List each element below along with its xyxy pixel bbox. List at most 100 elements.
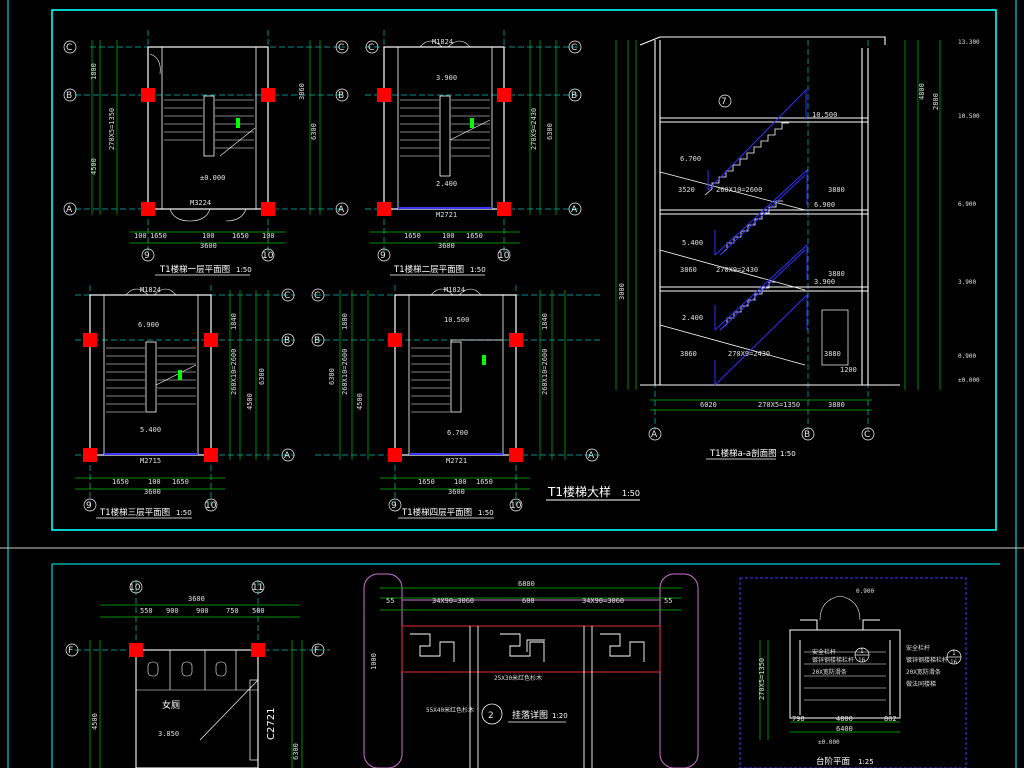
plan4-side-l0: 1800 [341, 313, 349, 330]
plan1-axes [63, 40, 349, 262]
plan2-axis-b-right: B [571, 91, 577, 101]
section-axis-a: A [651, 430, 658, 440]
plan2-scale: 1:50 [470, 266, 486, 274]
section-width-r1: 3880 [828, 270, 845, 278]
plan3-door-top: M1824 [140, 286, 161, 294]
steps-dim-0: 798 [792, 715, 805, 723]
plan3-total: 3600 [144, 488, 161, 496]
plan1-dim-3: 1650 [232, 232, 249, 240]
section-width-r0: 3880 [828, 186, 845, 194]
lattice-note-1: 25X30米红色杉木 [494, 674, 542, 682]
plan4-door-top: M1824 [444, 286, 465, 294]
steps-level-bottom: ±0.000 [818, 739, 840, 746]
plan4-dim-3: 1650 [476, 478, 493, 486]
section-scale: 1:50 [780, 450, 796, 458]
plan2-door-top: M1824 [432, 38, 453, 46]
plan2-dim-2: 100 [442, 232, 455, 240]
section-width-l1: 3860 [680, 266, 697, 274]
plan3-title: T1楼梯三层平面图 [99, 507, 170, 518]
lattice-dim-0: 55 [386, 597, 394, 605]
toilet-axis-f: F [68, 646, 73, 656]
lattice-dim-2: 600 [522, 597, 535, 605]
plan-floor-3[interactable]: C B A 9 10 M1824 6.900 5.400 M2715 1650 … [75, 285, 295, 519]
plan1-axis-c: C [66, 43, 72, 53]
plan3-axis-10: 10 [205, 501, 217, 511]
sheet-title: T1楼梯大样 [547, 484, 611, 499]
section-width-l2: 3860 [680, 350, 697, 358]
toilet-total: 3600 [188, 595, 205, 603]
section-level-right-2: 6.900 [958, 201, 976, 208]
stair-section-aa[interactable]: A B C 7 10.500 6.700 6.900 5.400 3.900 2… [615, 36, 980, 460]
steps-note-right-0: 安全栏杆 [906, 644, 930, 652]
steps-ref-right: 1 [952, 650, 956, 657]
plan2-door-bottom: M2721 [436, 211, 457, 219]
plan1-level: ±0.000 [200, 174, 225, 182]
lattice-note-2: 55X40米红色杉木 [426, 706, 474, 714]
toilet-door-label: C2721 [266, 708, 277, 740]
plan1-axis-b: B [66, 91, 72, 101]
steps-note-right-2: 20X宽防滑条 [906, 668, 941, 676]
section-width-l0: 3520 [678, 186, 695, 194]
lattice-total: 6800 [518, 580, 535, 588]
plan4-total: 3600 [448, 488, 465, 496]
section-level-inner-4: 3.900 [814, 278, 835, 286]
plan1-axis-10: 10 [262, 251, 274, 261]
plan1-dim-0: 100 [134, 232, 147, 240]
steps-dim-1: 4800 [836, 715, 853, 723]
toilet-side-1: 6300 [292, 743, 300, 760]
section-level-inner-3: 5.400 [682, 239, 703, 247]
section-level-inner-2: 6.900 [814, 201, 835, 209]
plan2-level: 3.900 [436, 74, 457, 82]
plan4-axis-b: B [314, 336, 320, 346]
plan3-side-3: 4500 [246, 393, 254, 410]
section-level-right-3: 3.900 [958, 279, 976, 286]
plan1-axis-a: A [66, 205, 73, 215]
toilet-axis-f-right: F [314, 646, 319, 656]
plan4-title: T1楼梯四层平面图 [401, 507, 472, 518]
plan3-axis-b: B [284, 336, 290, 346]
section-level-inner-1: 6.700 [680, 155, 701, 163]
plan4-axis-9: 9 [391, 501, 397, 511]
plan1-axis-9: 9 [144, 251, 150, 261]
steps-ref-sheet-left: 16 [858, 657, 866, 664]
section-level-right-0: 13.300 [958, 39, 980, 46]
plan2-axis-10: 10 [498, 251, 510, 261]
section-callout: 7 [721, 97, 727, 107]
lattice-dim-1: 34X90=3060 [432, 597, 474, 605]
plan2-side-run: 270X9=2430 [530, 108, 538, 150]
plan3-dim-2: 100 [148, 478, 161, 486]
plan4-side-l1: 260X10=2600 [341, 349, 349, 395]
steps-note-right-1: 镀锌钢楼梯栏杆 [906, 656, 948, 664]
plan4-side-l2: 6300 [328, 368, 336, 385]
plan4-scale: 1:50 [478, 509, 494, 517]
section-run-0: 260X10=2600 [716, 186, 762, 194]
toilet-plan[interactable]: 10 11 F F 3600 550 900 900 750 500 女厕 3.… [65, 580, 330, 768]
plan4-axis-a: A [588, 451, 595, 461]
section-axis-c: C [864, 430, 870, 440]
section-title: T1楼梯a-a剖面图 [709, 448, 777, 459]
lattice-dim-3: 34X90=3060 [582, 597, 624, 605]
plan3-dim-3: 1650 [172, 478, 189, 486]
section-bottom-dim-0: 6020 [700, 401, 717, 409]
section-level-inner-0: 10.500 [812, 111, 837, 119]
plan3-axis-a: A [284, 451, 291, 461]
steps-scale: 1:25 [858, 758, 874, 766]
lattice-height: 1000 [370, 653, 378, 670]
plan-floor-2[interactable]: C C B A 9 10 M1824 3.900 2.400 M2721 165… [365, 30, 582, 276]
steps-note-right-3: 做法同楼梯 [906, 680, 936, 688]
toilet-side-0: 4500 [91, 713, 99, 730]
plan4-side-l3: 4500 [356, 393, 364, 410]
section-level-right-5: ±0.000 [958, 377, 980, 384]
steps-plan[interactable]: 1 16 1 16 0.900 ±0.000 安全栏杆 镀锌钢楼梯栏杆 20X宽… [758, 588, 962, 767]
toilet-dim-2: 900 [196, 607, 209, 615]
plan1-side-1: 1800 [90, 63, 98, 80]
plan3-side-0: 1840 [230, 313, 238, 330]
steps-note-left-1: 镀锌钢楼梯栏杆 [812, 656, 854, 664]
plan-floor-1[interactable]: C B A C B A 9 10 M3224 ±0.000 1650 100 1… [63, 30, 349, 276]
lattice-detail[interactable]: 2 挂落详图 1:20 6800 55 34X90=3060 600 34X90… [363, 573, 699, 768]
plan3-level-2: 5.400 [140, 426, 161, 434]
plan-floor-4[interactable]: C B A 9 10 M1824 10.500 6.700 M2721 1650… [311, 285, 600, 519]
steps-dim-2: 802 [884, 715, 897, 723]
